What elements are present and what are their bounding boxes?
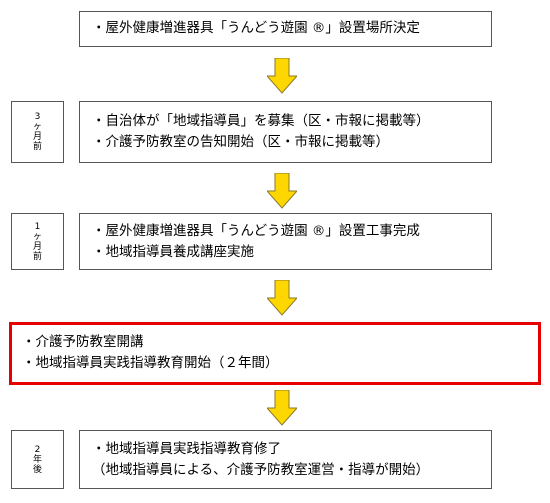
timing-char: 1 xyxy=(34,221,41,232)
step-3-box: ・屋外健康増進器具「うんどう遊園 ®」設置工事完成 ・地域指導員養成講座実施 xyxy=(79,213,492,270)
timing-char: 3 xyxy=(34,112,41,122)
timing-char: 年 xyxy=(32,454,42,465)
step-1-line-1: ・屋外健康増進器具「うんどう遊園 ®」設置場所決定 xyxy=(92,20,420,36)
step-3-line-2: ・地域指導員養成講座実施 xyxy=(92,244,254,260)
step-1-box: ・屋外健康増進器具「うんどう遊園 ®」設置場所決定 xyxy=(79,11,492,47)
step-5-line-2: （地域指導員による、介護予防教室運営・指導が開始） xyxy=(92,462,430,478)
step-2-box: ・自治体が「地域指導員」を募集（区・市報に掲載等） ・介護予防教室の告知開始（区… xyxy=(79,101,492,163)
step-2-timing: 3 ヶ 月 前 xyxy=(11,101,64,163)
step-2-line-1: ・自治体が「地域指導員」を募集（区・市報に掲載等） xyxy=(92,113,430,129)
down-arrow-icon xyxy=(267,390,297,426)
step-5-text: ・地域指導員実践指導教育修了 （地域指導員による、介護予防教室運営・指導が開始） xyxy=(80,431,491,481)
step-2-line-2: ・介護予防教室の告知開始（区・市報に掲載等） xyxy=(92,134,389,150)
down-arrow-icon xyxy=(267,173,297,209)
timing-char: 前 xyxy=(32,142,42,152)
step-3-line-1: ・屋外健康増進器具「うんどう遊園 ®」設置工事完成 xyxy=(92,223,420,239)
step-2-text: ・自治体が「地域指導員」を募集（区・市報に掲載等） ・介護予防教室の告知開始（区… xyxy=(80,102,491,153)
step-3-timing: 1 ヶ 月 前 xyxy=(11,213,64,270)
timing-char: 月 xyxy=(32,132,42,142)
timing-char: 月 xyxy=(32,241,42,252)
step-4-line-1: ・介護予防教室開講 xyxy=(22,334,144,350)
timing-char: 2 xyxy=(34,444,41,455)
step-4-highlight-box: ・介護予防教室開講 ・地域指導員実践指導教育開始（２年間） xyxy=(9,322,541,385)
down-arrow-icon xyxy=(267,280,297,316)
timing-char: 前 xyxy=(32,251,42,262)
step-5-timing: 2 年 後 xyxy=(11,430,64,489)
timing-char: ヶ xyxy=(32,122,42,132)
timing-char: 後 xyxy=(32,464,42,475)
step-5-box: ・地域指導員実践指導教育修了 （地域指導員による、介護予防教室運営・指導が開始） xyxy=(79,430,492,489)
step-3-text: ・屋外健康増進器具「うんどう遊園 ®」設置工事完成 ・地域指導員養成講座実施 xyxy=(80,214,491,263)
step-5-line-1: ・地域指導員実践指導教育修了 xyxy=(92,441,281,457)
down-arrow-icon xyxy=(267,58,297,94)
timing-char: ヶ xyxy=(32,231,42,242)
step-1-text: ・屋外健康増進器具「うんどう遊園 ®」設置場所決定 xyxy=(80,12,491,39)
step-4-line-2: ・地域指導員実践指導教育開始（２年間） xyxy=(22,355,279,371)
step-4-text: ・介護予防教室開講 ・地域指導員実践指導教育開始（２年間） xyxy=(12,325,538,374)
